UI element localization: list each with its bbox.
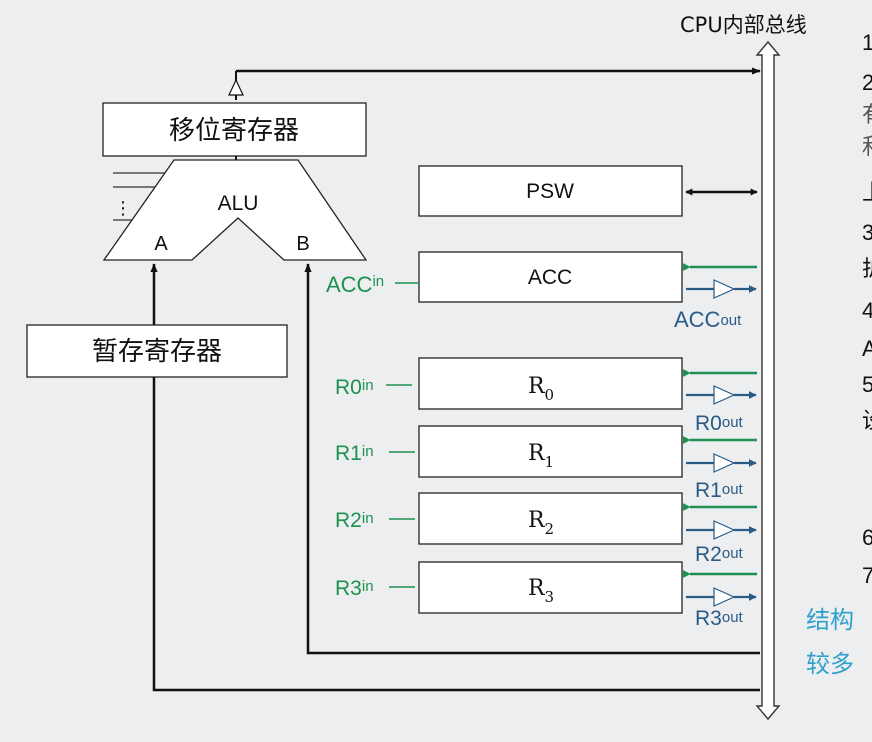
psw-box xyxy=(418,165,683,217)
note-line-2: 较多 xyxy=(806,651,854,678)
temp-register-box xyxy=(26,324,288,378)
side-list-item: 和 xyxy=(862,134,872,159)
side-list-item: 有 xyxy=(862,102,872,127)
r2-out-label: R2out xyxy=(695,543,744,566)
r0-out-label: R0out xyxy=(695,412,744,435)
flag-dots: ⋮ xyxy=(114,198,132,218)
side-list-item: 设 xyxy=(862,408,872,433)
r2-in-label: R2in xyxy=(335,509,374,532)
alu-shape xyxy=(102,159,368,261)
bus-to-temp-path xyxy=(152,377,760,692)
side-list-item: 5 xyxy=(862,372,872,397)
register-r0-box xyxy=(418,357,683,410)
acc-box xyxy=(418,251,683,303)
side-list-item: 3 xyxy=(862,220,872,245)
bus-title: CPU内部总线 xyxy=(680,13,807,37)
acc-in-label: ACCin xyxy=(326,272,384,297)
shift-register-box xyxy=(102,102,367,157)
register-r1: R1 R1in R1out xyxy=(335,425,757,502)
acc-out-label: ACCout xyxy=(674,307,742,332)
acc-label: ACC xyxy=(528,266,572,289)
side-list-item: A xyxy=(862,336,872,361)
register-r2-box xyxy=(418,492,683,545)
note-line-1: 结构 xyxy=(806,607,854,634)
acc-out-buffer-icon xyxy=(713,279,736,299)
register-r3-label: R3 xyxy=(528,576,554,606)
register-r2-label: R2 xyxy=(528,508,554,538)
register-r2: R2 R2in R2out xyxy=(335,492,757,566)
register-r3: R3 R3in R3out xyxy=(335,561,757,630)
temp-register-label: 暂存寄存器 xyxy=(92,337,222,367)
alu-input-a-label: A xyxy=(154,233,168,255)
r2-out-buffer-icon xyxy=(713,520,736,540)
side-list-item: 2 xyxy=(862,70,872,95)
register-r3-box xyxy=(418,561,683,614)
r3-out-buffer-icon xyxy=(713,587,736,607)
r1-out-buffer-icon xyxy=(713,453,736,473)
r1-out-label: R1out xyxy=(695,479,744,502)
register-r0: R0 R0in R0out xyxy=(335,357,757,435)
side-list-item: 4 xyxy=(862,298,872,323)
bus-to-alu-b-path xyxy=(304,263,760,655)
psw-label: PSW xyxy=(526,180,574,203)
register-r1-label: R1 xyxy=(528,441,554,471)
alu-label: ALU xyxy=(218,192,259,215)
alu-input-b-label: B xyxy=(296,233,309,255)
r0-out-buffer-icon xyxy=(713,385,736,405)
r1-in-label: R1in xyxy=(335,442,374,465)
register-r1-box xyxy=(418,425,683,478)
side-list-item: 7 xyxy=(862,563,872,588)
r3-out-label: R3out xyxy=(695,607,744,630)
shift-output-buffer-icon xyxy=(228,78,244,96)
side-list: 1 2 有 和 上 3 护 4 A 5 设 6 7 xyxy=(862,30,872,588)
side-list-item: 1 xyxy=(862,30,872,55)
shift-register-label: 移位寄存器 xyxy=(169,116,299,146)
side-list-item: 护 xyxy=(862,256,872,281)
side-list-item: 上 xyxy=(862,180,872,205)
register-r0-label: R0 xyxy=(528,374,554,404)
cpu-internal-bus xyxy=(755,40,781,721)
r0-in-label: R0in xyxy=(335,376,374,399)
side-list-item: 6 xyxy=(862,525,872,550)
r3-in-label: R3in xyxy=(335,577,374,600)
